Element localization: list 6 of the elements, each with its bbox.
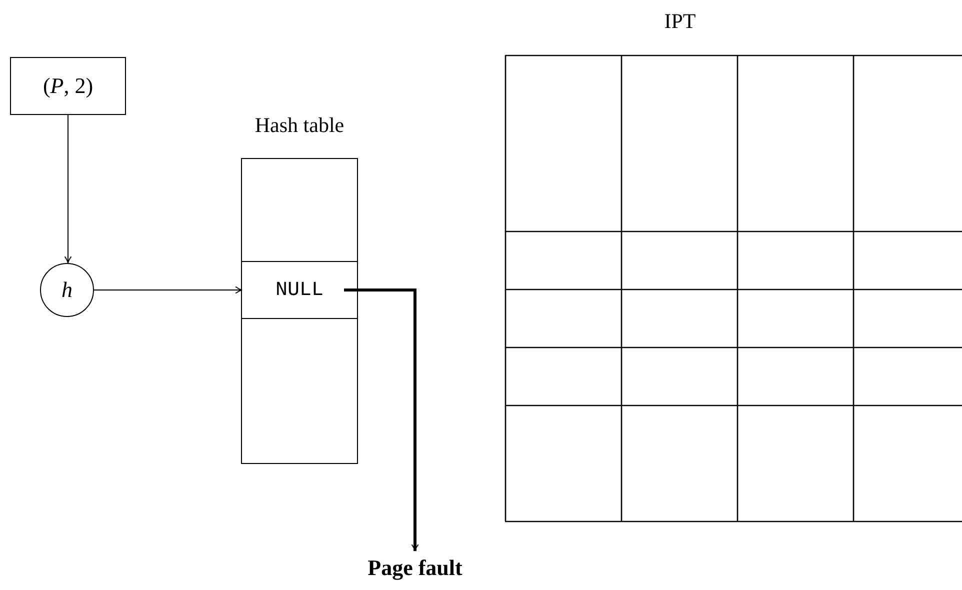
table-heading: IPT <box>663 9 697 34</box>
table-heading: Hash table <box>254 113 346 138</box>
hash-function-circle: h <box>40 263 94 317</box>
result-label: Page fault <box>365 555 465 585</box>
table-entry: NULL <box>242 261 357 319</box>
tuple-label: (P, 2) <box>42 73 94 99</box>
